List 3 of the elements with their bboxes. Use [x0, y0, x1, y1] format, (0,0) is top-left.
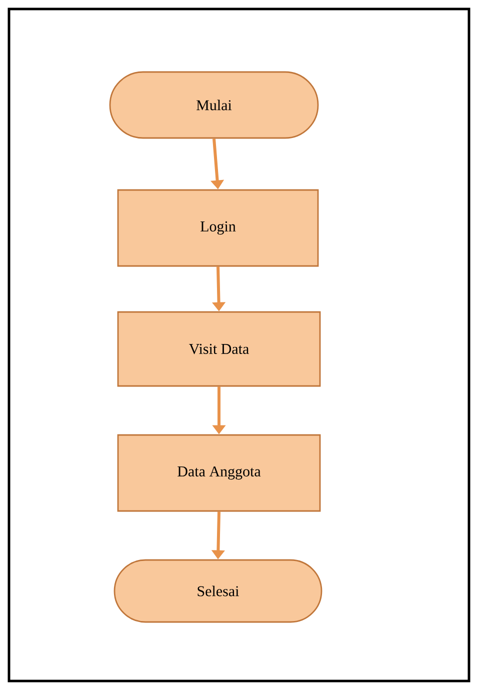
process-box: Login: [117, 189, 319, 267]
process-box: Data Anggota: [117, 434, 321, 512]
process-box: Visit Data: [117, 311, 321, 387]
